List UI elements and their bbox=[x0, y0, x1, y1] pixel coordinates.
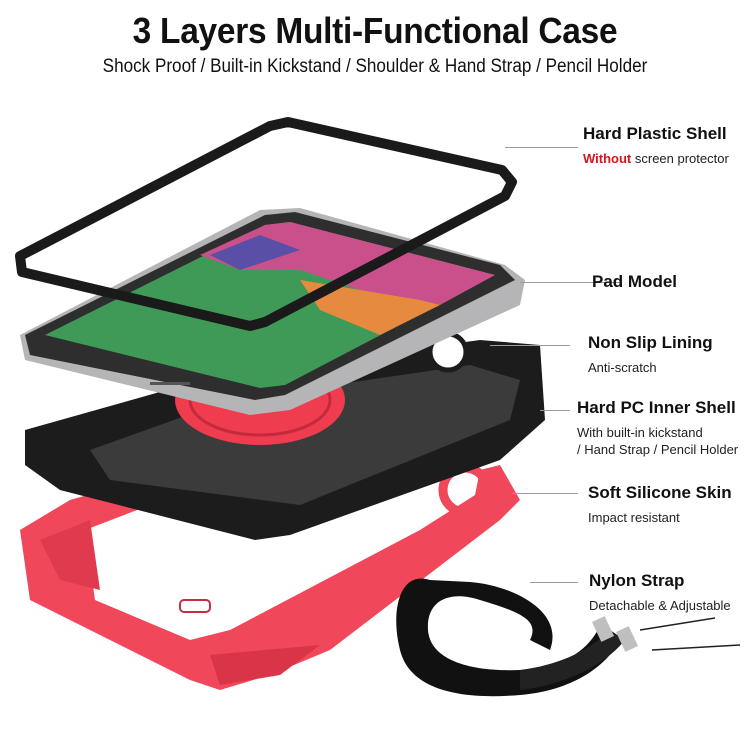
label-title: Nylon Strap bbox=[589, 571, 685, 590]
leader-line-hard-pc-inner-shell bbox=[540, 410, 570, 411]
label-pad-model: Pad Model bbox=[592, 272, 677, 292]
label-desc-line1: With built-in kickstand bbox=[577, 425, 703, 440]
leader-line-hard-plastic-shell bbox=[505, 147, 578, 148]
leader-line-pad-model bbox=[520, 282, 620, 283]
label-title: Non Slip Lining bbox=[588, 333, 713, 352]
label-hard-pc-inner-shell: Hard PC Inner Shell With built-in kickst… bbox=[577, 398, 738, 458]
plastic-frame-icon bbox=[15, 117, 517, 331]
label-desc-text: screen protector bbox=[631, 151, 729, 166]
label-desc: Detachable & Adjustable bbox=[589, 598, 731, 613]
label-desc-line2: / Hand Strap / Pencil Holder bbox=[577, 442, 739, 457]
label-title: Hard PC Inner Shell bbox=[577, 398, 736, 417]
page-subtitle: Shock Proof / Built-in Kickstand / Shoul… bbox=[102, 56, 648, 77]
label-desc: Impact resistant bbox=[588, 510, 680, 525]
leader-line-nylon-strap bbox=[530, 582, 578, 583]
label-desc: With built-in kickstand / Hand Strap / P… bbox=[577, 424, 738, 458]
label-nylon-strap: Nylon Strap Detachable & Adjustable bbox=[589, 571, 731, 614]
label-non-slip-lining: Non Slip Lining Anti-scratch bbox=[588, 333, 713, 376]
silicone-skin-icon bbox=[20, 463, 520, 690]
label-desc: Anti-scratch bbox=[588, 360, 657, 375]
label-desc-highlight: Without bbox=[583, 151, 632, 166]
label-desc: Without screen protector bbox=[583, 150, 729, 167]
label-title: Hard Plastic Shell bbox=[583, 124, 727, 143]
nylon-strap-icon bbox=[396, 578, 741, 697]
leader-line-non-slip-lining bbox=[490, 345, 570, 346]
page-title: 3 Layers Multi-Functional Case bbox=[132, 10, 618, 51]
label-title: Pad Model bbox=[592, 272, 678, 291]
label-soft-silicone-skin: Soft Silicone Skin Impact resistant bbox=[588, 483, 732, 526]
leader-line-soft-silicone-skin bbox=[512, 493, 578, 494]
label-hard-plastic-shell: Hard Plastic Shell Without screen protec… bbox=[583, 124, 729, 167]
label-title: Soft Silicone Skin bbox=[588, 483, 732, 502]
